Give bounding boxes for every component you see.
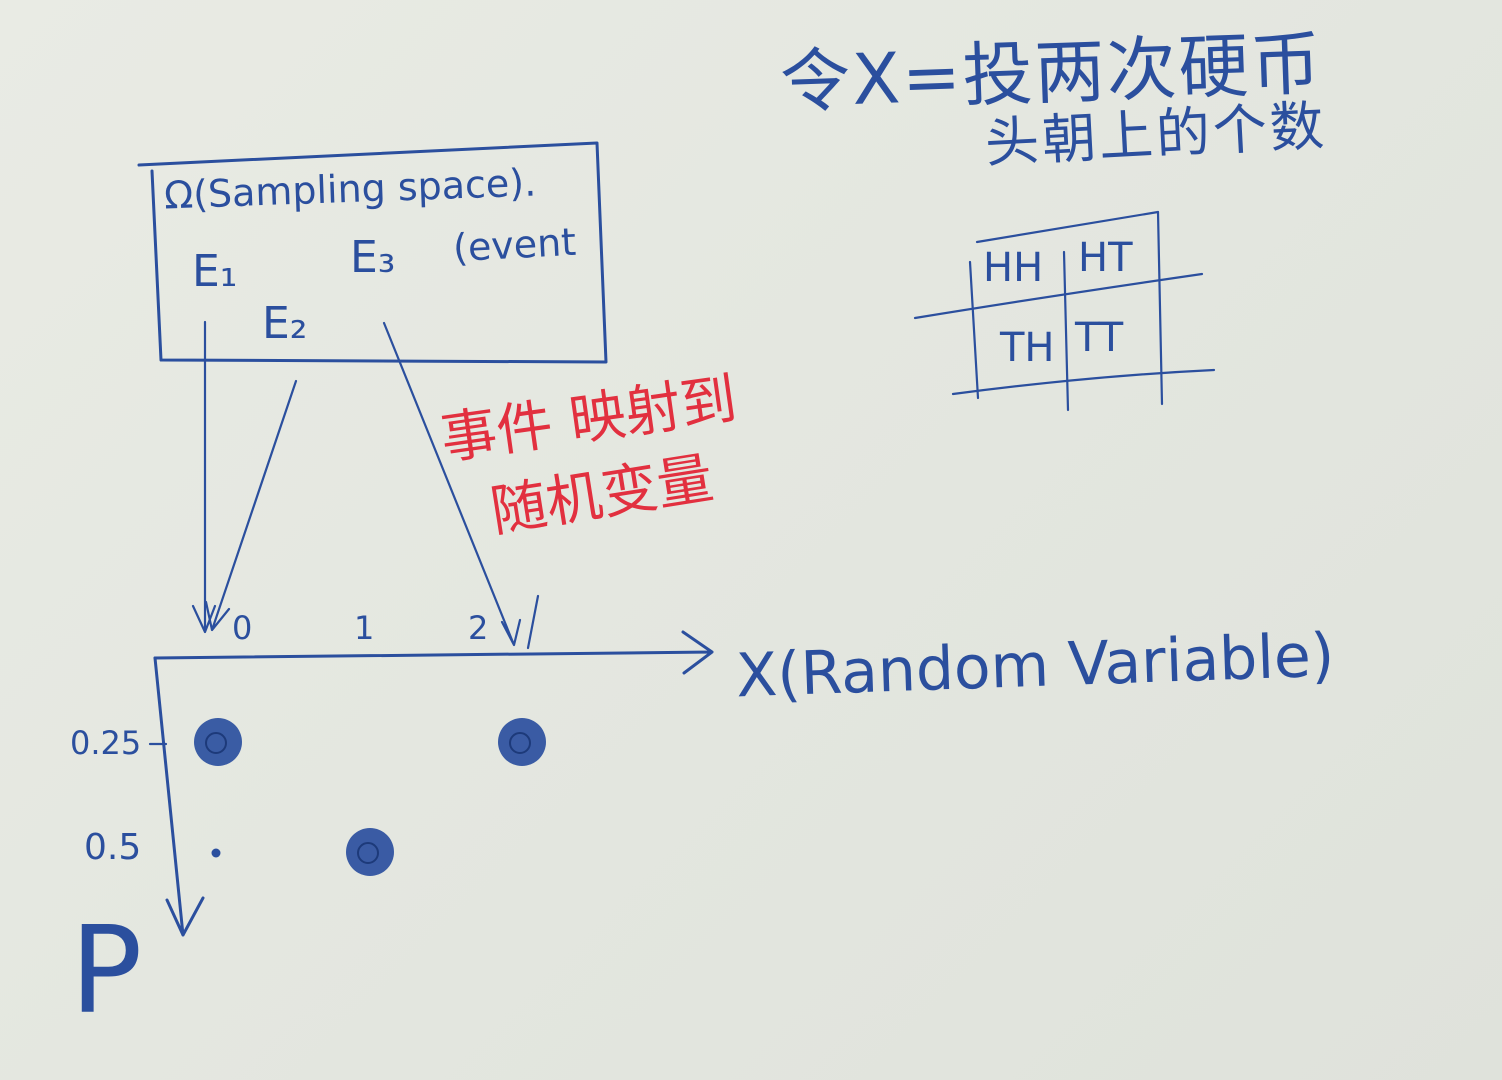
mapping-arrow-e1: [191, 320, 217, 634]
p-tick-0-5: 0.5: [84, 827, 142, 868]
event-label: (event: [451, 219, 578, 271]
x-axis-line: [153, 630, 714, 675]
event-e2: E₂: [262, 298, 308, 349]
p-tick-0-25: 0.25: [70, 724, 142, 762]
x-tick-1: 1: [354, 609, 375, 647]
outcome-cell-tt: TT: [1075, 315, 1124, 361]
reference-dot: [211, 848, 221, 858]
p-axis-line: [153, 656, 205, 937]
mapping-arrow-e2: [204, 379, 298, 632]
pmf-point: [346, 828, 394, 876]
outcome-cell-ht: HT: [1078, 235, 1133, 281]
sample-space-box: [137, 141, 608, 364]
x-tick-0: 0: [232, 609, 253, 647]
mapping-arrow-tip: [526, 594, 540, 650]
x-tick-2: 2: [468, 609, 489, 647]
pmf-point: [498, 718, 546, 766]
p-axis-label: P: [70, 902, 143, 1041]
event-e3: E₃: [350, 232, 396, 283]
outcome-cell-th: TH: [1000, 325, 1055, 371]
mapping-arrow-e3: [382, 321, 522, 647]
pmf-points: [194, 718, 546, 876]
event-e1: E₁: [192, 246, 238, 297]
pmf-point: [194, 718, 242, 766]
outcome-cell-hh: HH: [983, 245, 1044, 291]
outcome-table-grid: [913, 210, 1216, 412]
